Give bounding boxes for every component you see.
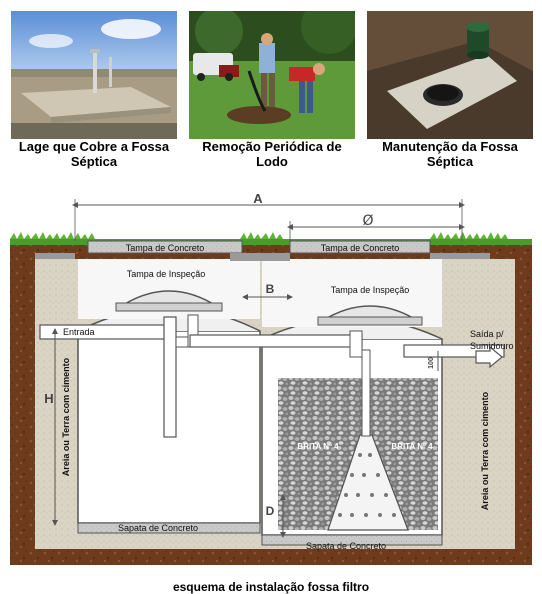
connecting-pipe (189, 334, 363, 348)
gravel-right-label: BRITA Nº 4 (391, 442, 433, 451)
inspection-lid-left-label: Tampa de Inspeção (127, 269, 206, 279)
concrete-base-left (77, 522, 261, 534)
photo-sludge-removal (189, 11, 355, 139)
dimension-diameter-label: Ø (362, 213, 373, 229)
outlet-label-line1: Saída p/ (470, 329, 504, 339)
side-fill-left-label: Areia ou Terra com cimento (61, 357, 71, 476)
dimension-100-label: 100 (428, 357, 435, 369)
photo-caption-maintenance: Manutenção da Fossa Séptica (382, 139, 518, 169)
gravel-left-label: BRITA Nº 4 (297, 442, 339, 451)
inlet-pipe[interactable] (39, 324, 171, 340)
concrete-lid-right (289, 240, 431, 254)
dimension-a-label: A (253, 191, 263, 206)
dimension-b-label: B (266, 282, 275, 296)
concrete-lid-right-label: Tampa de Concreto (321, 243, 400, 253)
concrete-base-right-label: Sapata de Concreto (306, 541, 386, 551)
dimension-d-label: D (266, 504, 275, 518)
photo-septic-slab (11, 11, 177, 139)
concrete-base-left-label: Sapata de Concreto (118, 523, 198, 533)
diagram-caption: esquema de instalação fossa filtro (172, 580, 370, 594)
septic-filter-diagram: A Ø B H D 100 Tampa de Concreto Tampa de… (10, 191, 532, 565)
dimension-h-label: H (44, 391, 53, 406)
inspection-lid-right-label: Tampa de Inspeção (331, 285, 410, 295)
outlet-label-line2: Sumidouro (470, 341, 514, 351)
concrete-base-right (261, 534, 443, 546)
photo-septic-maintenance (367, 11, 533, 139)
concrete-lid-left (87, 240, 243, 254)
side-fill-right-label: Areia ou Terra com cimento (480, 391, 490, 510)
photo-caption-sludge: Remoção Periódica de Lodo (202, 139, 342, 169)
inlet-label: Entrada (63, 327, 95, 337)
photo-caption-slab: Lage que Cobre a Fossa Séptica (18, 139, 170, 169)
concrete-lid-left-label: Tampa de Concreto (126, 243, 205, 253)
